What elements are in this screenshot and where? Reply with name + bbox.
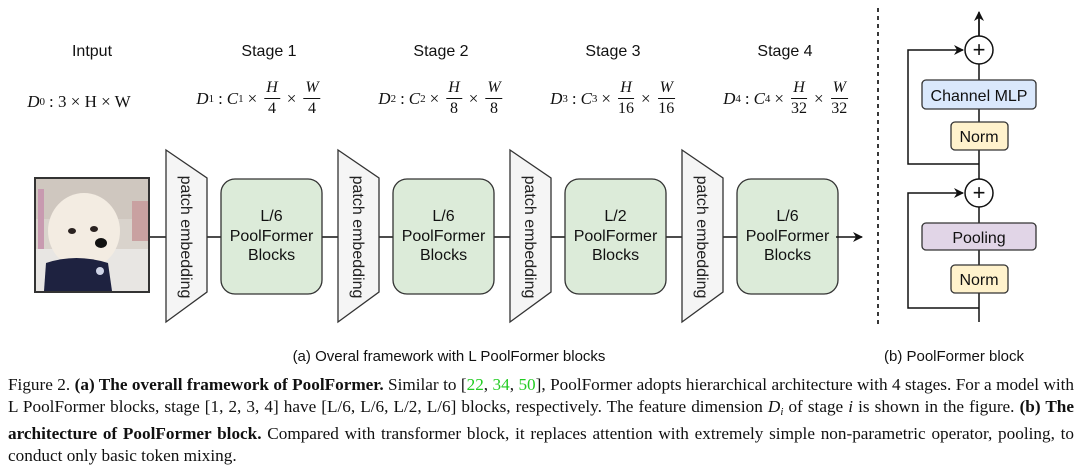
add-circle-bottom [964, 178, 994, 208]
caption-a-heading: (a) The overall framework of PoolFormer. [74, 375, 384, 394]
skip-connection-top [907, 45, 979, 165]
patch-embedding-trapezoid [509, 148, 552, 324]
stage-2-title: Stage 2 [413, 43, 469, 60]
norm-box-bottom [950, 264, 1009, 294]
block-suffix: Blocks [419, 247, 468, 265]
stage-1-title: Stage 1 [241, 43, 297, 60]
caption-var-sub: i [780, 406, 784, 418]
block-suffix: Blocks [247, 247, 296, 265]
caption-var-D: D [767, 397, 781, 416]
plus-icon: + [973, 37, 986, 62]
patch-embedding-label: patch embedding [520, 175, 538, 299]
caption-text: is shown in the figure. [853, 397, 1020, 416]
stage-4-title: Stage 4 [757, 43, 813, 60]
subcaption-a: (a) Overal framework with L PoolFormer b… [292, 348, 606, 365]
norm-label-top: Norm [959, 129, 998, 146]
pooling-label: Pooling [952, 230, 1005, 247]
patch-embedding-trapezoid [165, 148, 208, 324]
caption-var-i: i [848, 397, 854, 416]
dim-expression: : 3 × H × W [49, 92, 131, 111]
channel-mlp-label: Channel MLP [931, 88, 1028, 105]
norm-box-top [950, 121, 1009, 151]
plus-icon: + [973, 180, 986, 205]
block-count: L/6 [776, 208, 799, 226]
block-count: L/2 [604, 208, 627, 226]
dim-symbol: D [27, 92, 40, 111]
poolformer-stage-box [220, 178, 323, 295]
patch-embedding-trapezoid [337, 148, 380, 324]
patch-embedding-label: patch embedding [348, 175, 366, 299]
citation-link[interactable]: 50 [518, 375, 536, 394]
input-image-dog [34, 177, 150, 293]
patch-embedding-trapezoid [681, 148, 724, 324]
caption-text: of stage [783, 397, 849, 416]
poolformer-stage-box [392, 178, 495, 295]
block-count: L/6 [432, 208, 455, 226]
caption-b-heading: (b) The architecture of PoolFormer block… [8, 397, 1074, 443]
poolformer-stage-box [564, 178, 667, 295]
block-name: PoolFormer [401, 227, 486, 245]
subcaption-b: (b) PoolFormer block [883, 348, 1025, 365]
block-name: PoolFormer [573, 227, 658, 245]
caption-label: Figure 2. [8, 375, 71, 394]
patch-embedding-label: patch embedding [692, 175, 710, 299]
diagram-svg: + + Channel MLP Norm Pooling Norm [150, 8, 1037, 325]
pooling-box [921, 222, 1037, 251]
caption-text: ], PoolFormer adopts hierarchical archit… [8, 375, 1075, 416]
caption-text: Similar to [ [383, 375, 467, 394]
block-name: PoolFormer [745, 227, 830, 245]
add-circle-top [964, 35, 994, 65]
patch-embedding-label: patch embedding [176, 175, 194, 299]
caption-text: Compared with transformer block, it repl… [8, 424, 1074, 465]
citation-link[interactable]: 22 [466, 375, 484, 394]
norm-label-bottom: Norm [959, 272, 998, 289]
channel-mlp-box [921, 79, 1037, 110]
figure-caption: Figure 2. (a) The overall framework of P… [8, 375, 1075, 465]
block-suffix: Blocks [763, 247, 812, 265]
input-title: Intput [71, 43, 113, 60]
block-suffix: Blocks [591, 247, 640, 265]
poolformer-block-diagram: + + Channel MLP Norm Pooling Norm [907, 11, 1037, 322]
stage-3-title: Stage 3 [585, 43, 641, 60]
figure: Intput Stage 1 Stage 2 Stage 3 Stage 4 D… [27, 8, 1037, 365]
block-name: PoolFormer [229, 227, 314, 245]
skip-connection-bottom [907, 188, 979, 309]
dim-subscript: 0 [39, 96, 46, 108]
citation-link[interactable]: 34 [492, 375, 510, 394]
block-count: L/6 [260, 208, 283, 226]
